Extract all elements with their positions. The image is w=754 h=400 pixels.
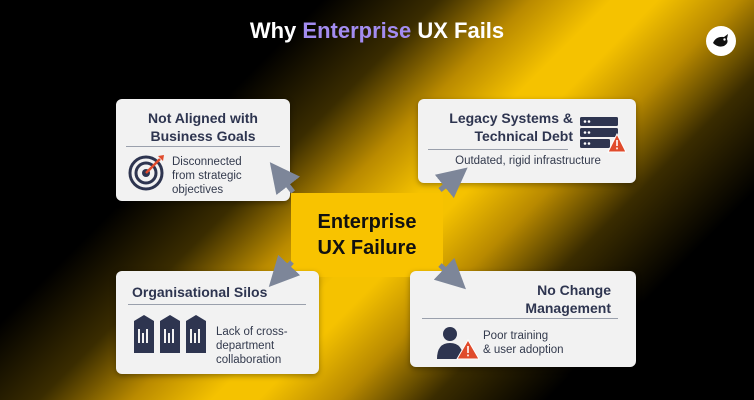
desc-line: & user adoption	[483, 344, 564, 356]
card-description: Lack of cross- department collaboration	[216, 325, 288, 367]
card-legacy-systems: Legacy Systems & Technical Debt Outdated…	[418, 99, 636, 183]
card-title-line: Business Goals	[150, 128, 256, 144]
silo-icon	[134, 315, 206, 353]
center-line: Enterprise	[317, 211, 417, 233]
desc-line: Lack of cross-	[216, 326, 288, 338]
arrow-to-change	[433, 257, 466, 290]
page-title: Why Enterprise UX Fails	[0, 18, 754, 44]
title-accent: Enterprise	[302, 18, 412, 43]
card-title: Organisational Silos	[132, 283, 267, 301]
card-title-line: Legacy Systems &	[449, 110, 573, 126]
divider	[128, 304, 306, 305]
center-line: UX Failure	[317, 237, 417, 259]
desc-line: department	[216, 340, 275, 352]
card-title: Legacy Systems & Technical Debt	[428, 109, 573, 145]
center-concept: Enterprise UX Failure	[291, 193, 443, 277]
title-prefix: Why	[249, 18, 303, 43]
card-description: Outdated, rigid infrastructure	[428, 154, 628, 168]
card-organisational-silos: Organisational Silos Lack of cross- depa…	[116, 271, 319, 374]
desc-line: collaboration	[216, 354, 282, 366]
target-icon	[128, 155, 164, 191]
divider	[428, 149, 568, 150]
card-description: Poor training & user adoption	[483, 329, 564, 357]
divider	[126, 146, 280, 147]
user-warning-icon	[437, 327, 480, 360]
logo-icon	[713, 34, 728, 47]
card-title: No Change Management	[420, 281, 611, 317]
server-warning-icon	[580, 117, 627, 153]
desc-line: Outdated, rigid infrastructure	[455, 155, 601, 167]
desc-line: objectives	[172, 184, 224, 196]
arrow-to-legacy	[434, 167, 468, 199]
card-title: Not Aligned with Business Goals	[116, 109, 290, 145]
desc-line: Poor training	[483, 330, 549, 342]
brand-logo	[706, 26, 736, 56]
card-business-goals: Not Aligned with Business Goals Disconne…	[116, 99, 290, 201]
card-title-line: No Change	[537, 282, 611, 298]
title-suffix: UX Fails	[411, 18, 505, 43]
card-title-line: Management	[525, 300, 611, 316]
card-title-line: Organisational Silos	[132, 284, 268, 300]
card-title-line: Not Aligned with	[148, 110, 258, 126]
card-description: Disconnected from strategic objectives	[172, 155, 242, 197]
desc-line: Disconnected	[172, 156, 242, 168]
desc-line: from strategic	[172, 170, 242, 182]
arrow-to-silos	[268, 254, 301, 287]
divider	[422, 318, 618, 319]
card-title-line: Technical Debt	[474, 128, 573, 144]
arrow-to-goals	[269, 162, 301, 196]
